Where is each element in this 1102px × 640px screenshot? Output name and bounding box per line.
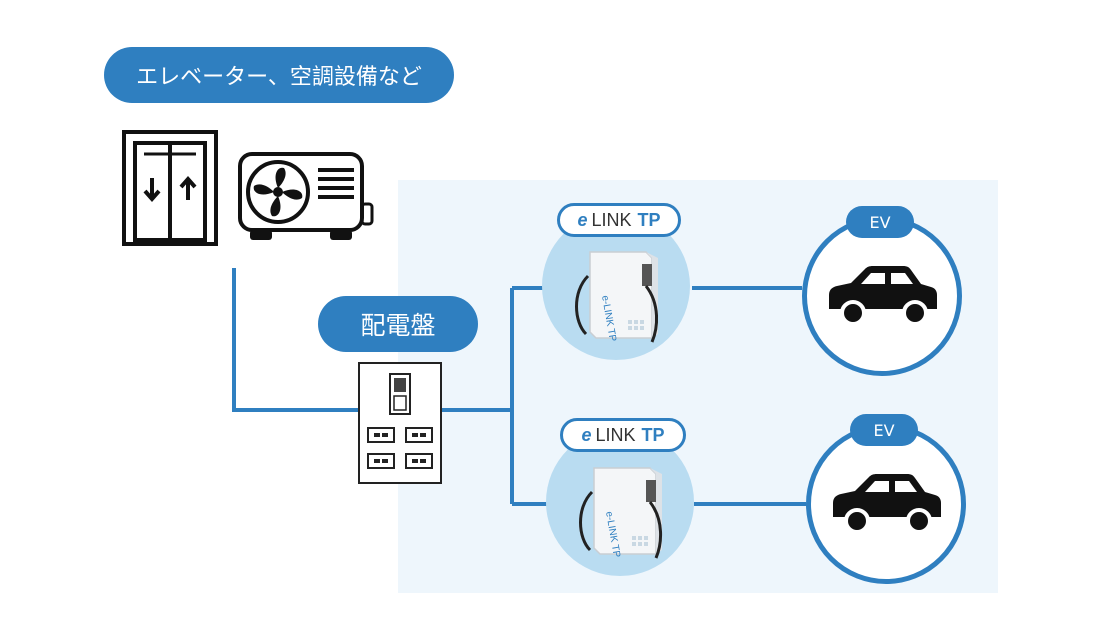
charger-circle-2: e-LINK TP [546, 428, 694, 576]
brand-main: LINK [595, 424, 636, 445]
brand-prefix: e [581, 424, 592, 445]
car-icon [833, 474, 941, 534]
brand-suffix: TP [637, 209, 661, 230]
brand-main: LINK [591, 209, 632, 230]
air-conditioner-icon [238, 152, 374, 246]
distribution-board-label: 配電盤 [318, 296, 478, 352]
ev-charger-icon: e-LINK TP [575, 251, 658, 343]
ev-label-1: EV [846, 206, 914, 238]
ev-charger-icon: e-LINK TP [579, 467, 662, 559]
ev-label-2: EV [850, 414, 918, 446]
brand-suffix: TP [641, 424, 665, 445]
car-icon [829, 266, 937, 326]
ev-circle-2 [806, 424, 966, 584]
charger-brand-tag-1: e LINK TP [557, 203, 681, 237]
equipment-label: エレベーター、空調設備など [104, 47, 454, 103]
ev-circle-1 [802, 216, 962, 376]
elevator-icon [122, 130, 218, 250]
brand-prefix: e [577, 209, 588, 230]
charger-brand-tag-2: e LINK TP [560, 418, 686, 452]
distribution-board-icon [358, 362, 442, 484]
